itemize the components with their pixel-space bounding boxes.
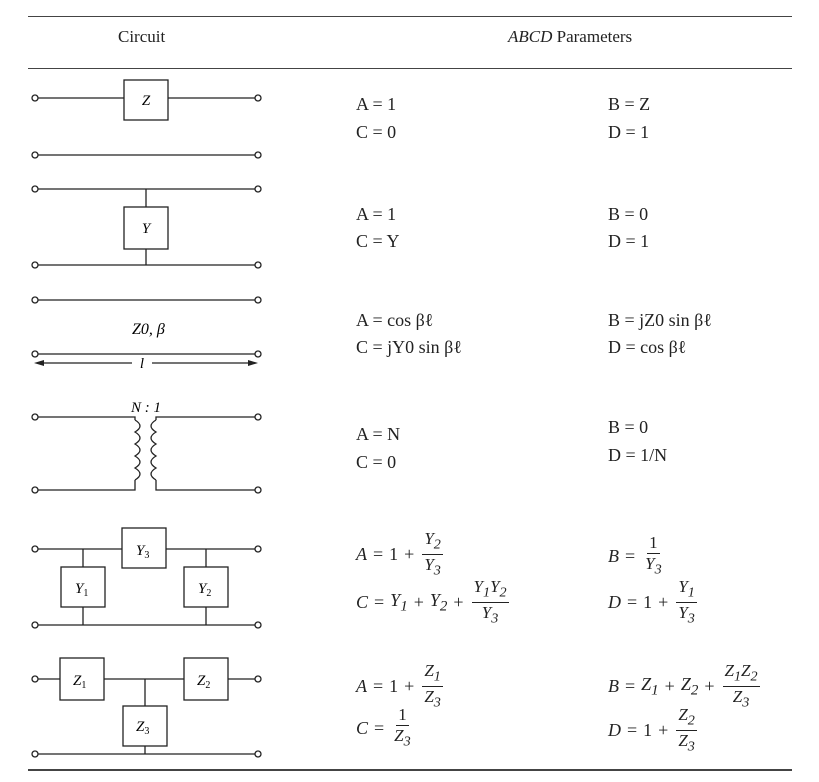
header-parameters: Parameters [552,27,633,46]
circuit-pi-network: Y3 Y1 Y2 [28,522,268,632]
row1-b: B = Z [608,94,651,114]
label-z0-beta: Z0, β [132,321,165,338]
header-circuit: Circuit [118,27,166,46]
row4-d: D = 1/N [608,445,668,465]
row3-d: D = cos βℓ [608,337,687,357]
row1-d: D = 1 [608,122,650,142]
row3-a: A = cos βℓ [356,310,434,330]
label-turns-ratio: N : 1 [130,400,161,416]
circuit-transformer: N : 1 [28,396,268,500]
row1-c: C = 0 [356,122,397,142]
circuit-series-impedance: Z [28,78,268,168]
row3-c: C = jY0 sin βℓ [356,337,462,357]
top-rule [28,16,792,17]
row2-c: C = Y [356,231,400,251]
row4-c: C = 0 [356,452,397,472]
circuit-t-network: Z1 Z2 Z3 [28,654,268,762]
header-abcd: ABCD [508,27,553,46]
row3-b: B = jZ0 sin βℓ [608,310,712,330]
header-abcd-parameters: ABCD Parameters [508,27,632,47]
label-z1: Z1 [73,673,86,691]
circuit-shunt-admittance: Y [28,180,268,272]
label-y3: Y3 [136,543,149,561]
label-z2: Z2 [197,673,210,691]
row4-b: B = 0 [608,417,649,437]
label-y2: Y2 [198,581,211,599]
row2-d: D = 1 [608,231,650,251]
label-y: Y [142,221,152,237]
bottom-rule [28,769,792,771]
label-y1: Y1 [75,581,88,599]
label-length: l [140,356,144,372]
header-rule [28,68,792,69]
row1-a: A = 1 [356,94,397,114]
row2-b: B = 0 [608,204,649,224]
circuit-transmission-line: Z0, β l [28,292,268,376]
row2-a: A = 1 [356,204,397,224]
label-z3: Z3 [136,719,149,737]
row4-a: A = N [356,424,401,444]
label-z: Z [142,93,151,109]
